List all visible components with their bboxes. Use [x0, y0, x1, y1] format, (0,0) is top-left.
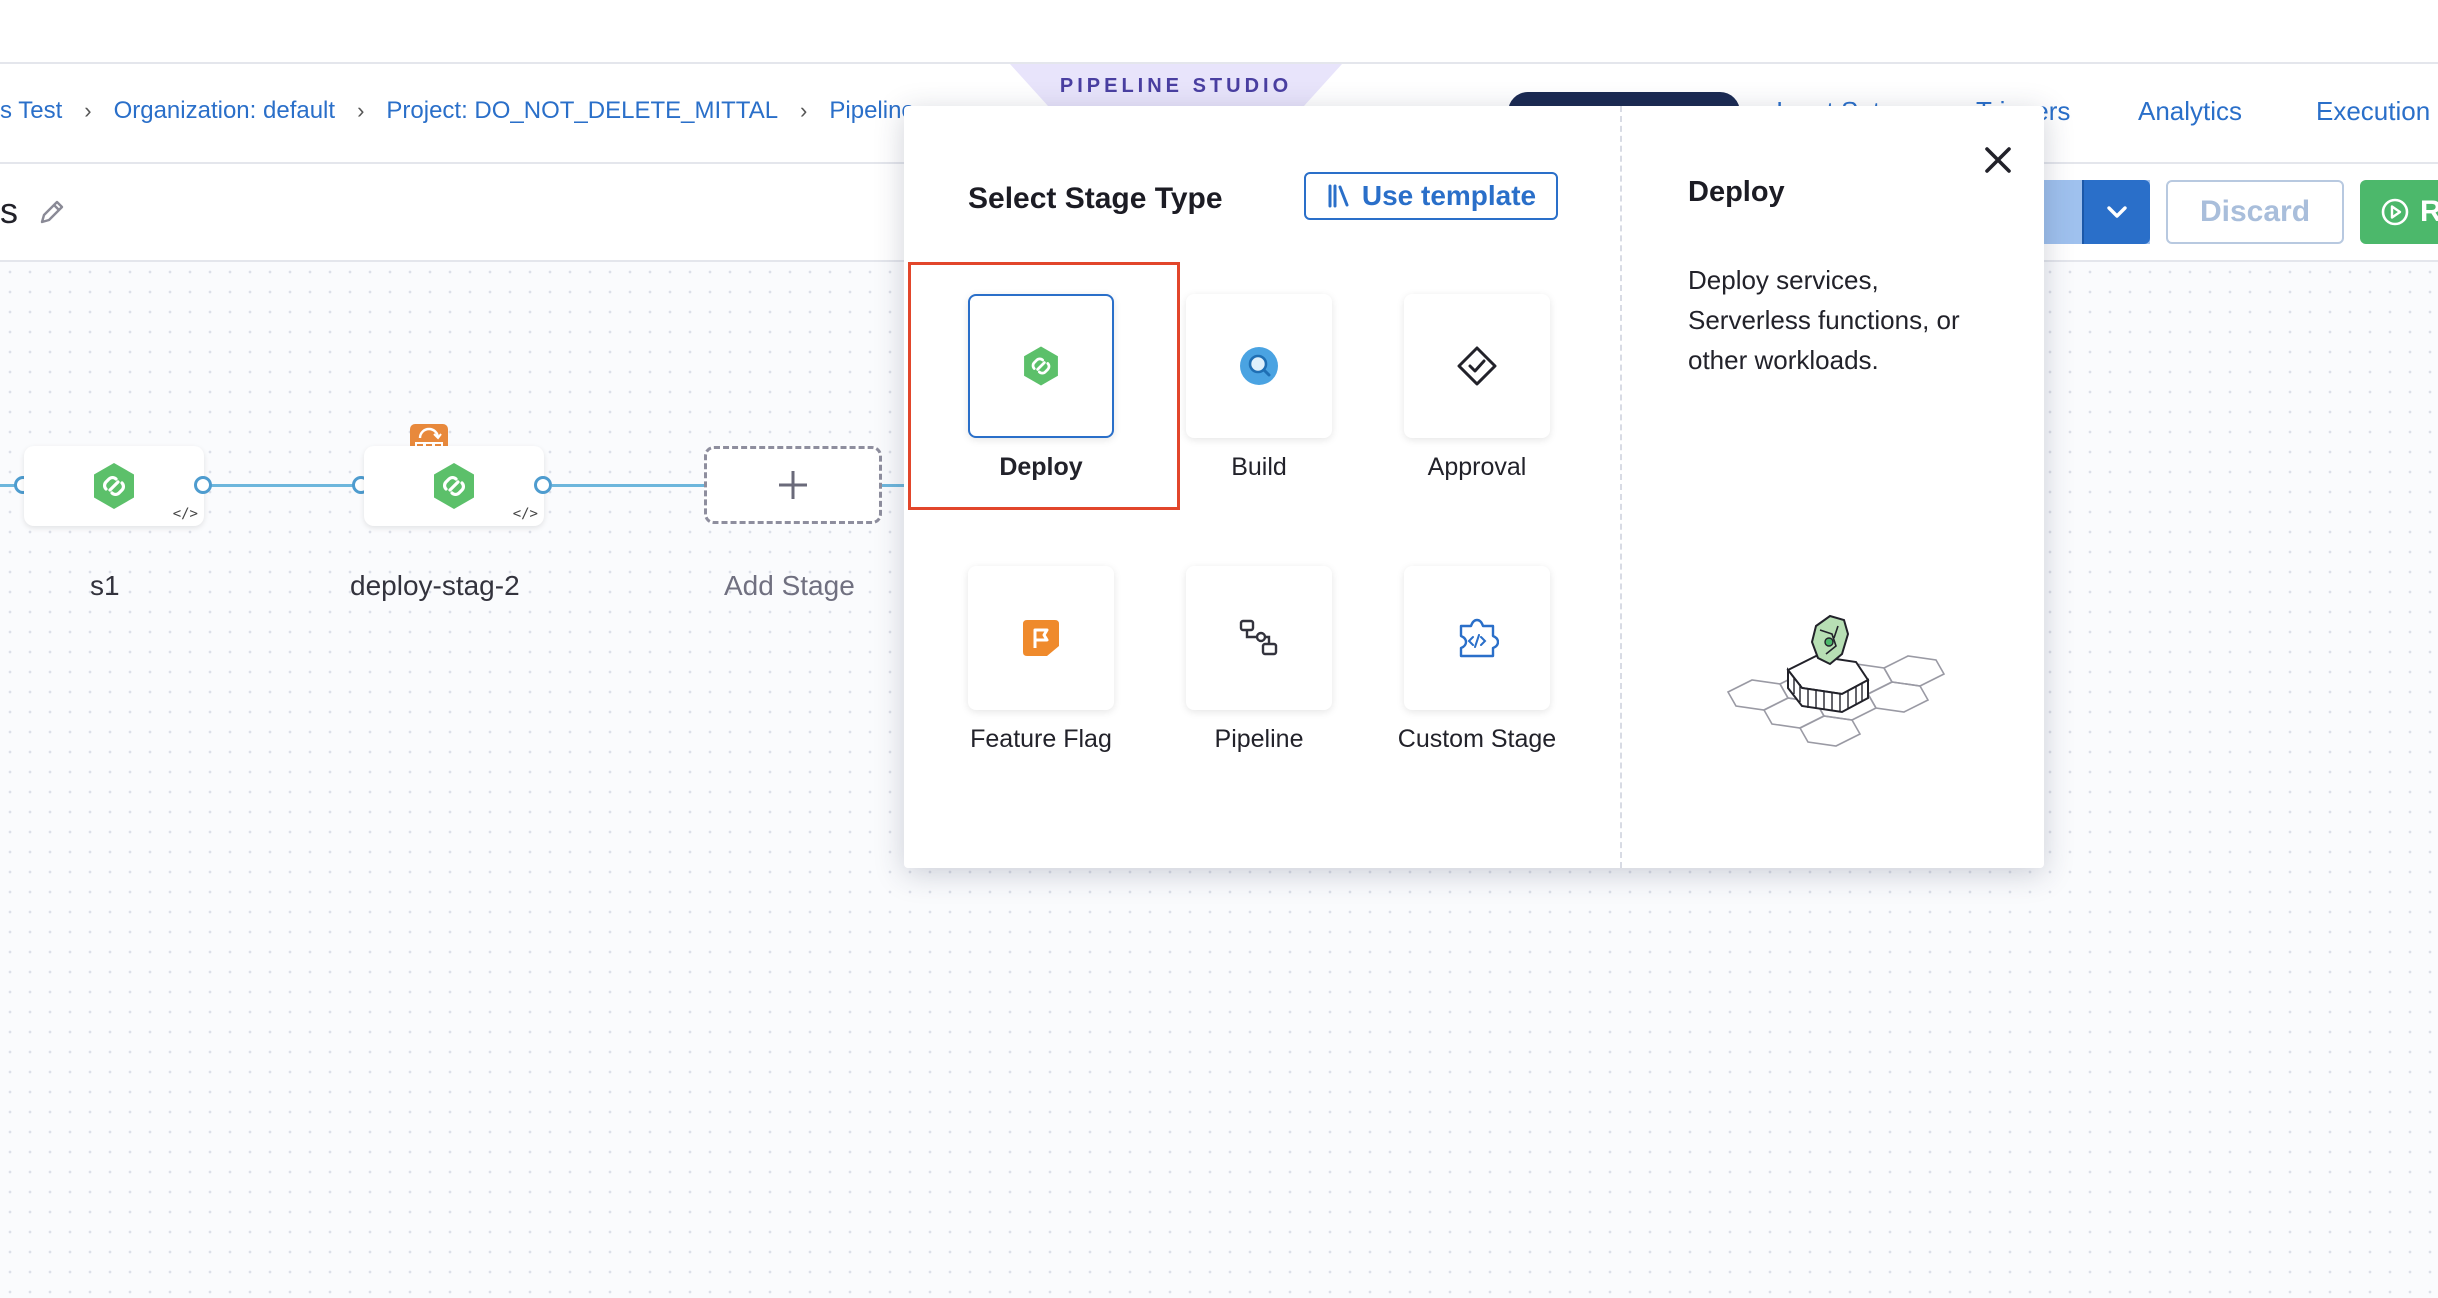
- pipeline-icon: [1239, 619, 1278, 656]
- stage-type-approval[interactable]: [1404, 294, 1550, 438]
- breadcrumb: s Test › Organization: default › Project…: [0, 96, 915, 126]
- template-library-icon: [1328, 184, 1349, 208]
- close-button[interactable]: [1976, 138, 2020, 182]
- stage-type-panel: [904, 106, 1622, 868]
- stage-type-pipeline[interactable]: [1186, 566, 1332, 710]
- breadcrumb-account[interactable]: s Test: [0, 97, 63, 124]
- dialog-title: Select Stage Type: [968, 182, 1223, 215]
- chevron-right-icon: ›: [84, 98, 92, 123]
- approval-icon: [1457, 346, 1497, 386]
- node-port[interactable]: [534, 476, 552, 494]
- code-icon: </>: [172, 506, 198, 522]
- custom-stage-icon: [1459, 618, 1499, 658]
- stage-type-label: Custom Stage: [1397, 725, 1557, 753]
- stage-node-label: s1: [90, 570, 120, 601]
- chevron-right-icon: ›: [357, 98, 365, 123]
- connector-line: [210, 484, 358, 487]
- breadcrumb-pipelines[interactable]: Pipeline: [829, 97, 915, 124]
- deploy-icon: [1024, 346, 1058, 386]
- use-template-button[interactable]: Use template: [1304, 172, 1558, 220]
- add-stage-button[interactable]: [704, 446, 882, 524]
- stage-type-label: Approval: [1427, 453, 1527, 481]
- pipeline-name: s: [0, 190, 18, 231]
- stage-type-label: Feature Flag: [970, 725, 1112, 753]
- stage-type-label: Pipeline: [1214, 725, 1304, 753]
- build-icon: [1240, 347, 1278, 385]
- stage-node-label: deploy-stag-2: [350, 570, 520, 601]
- stage-detail-description: Deploy services, Serverless functions, o…: [1688, 265, 1960, 375]
- connector-line: [0, 484, 18, 487]
- connector-line: [552, 484, 704, 487]
- discard-button[interactable]: Discard: [2166, 180, 2344, 244]
- stage-type-build[interactable]: [1186, 294, 1332, 438]
- run-button-label: R: [2420, 195, 2438, 228]
- deploy-illustration: [1726, 614, 1946, 747]
- feature-flag-icon: [1023, 620, 1059, 656]
- breadcrumb-project[interactable]: Project: DO_NOT_DELETE_MITTAL: [386, 97, 779, 124]
- selection-highlight: [908, 262, 1180, 510]
- tab-execution[interactable]: Execution: [2316, 96, 2431, 126]
- stage-type-label: Build: [1231, 453, 1287, 481]
- pencil-icon[interactable]: [36, 196, 68, 228]
- play-circle-icon: [2381, 198, 2409, 226]
- stage-type-deploy[interactable]: [968, 294, 1114, 438]
- stage-node-s1[interactable]: </>: [24, 446, 204, 526]
- tab-analytics[interactable]: Analytics: [2138, 96, 2243, 126]
- code-icon: </>: [512, 506, 538, 522]
- add-stage-label: Add Stage: [724, 570, 855, 601]
- connector-line: [882, 484, 906, 487]
- pipeline-studio-banner: PIPELINE STUDIO: [1010, 64, 1342, 108]
- stage-type-label: Deploy: [999, 453, 1083, 481]
- save-options-button[interactable]: [2082, 180, 2150, 244]
- breadcrumb-organization[interactable]: Organization: default: [113, 97, 336, 124]
- run-button[interactable]: R: [2360, 180, 2438, 244]
- select-stage-type-dialog: Select Stage Type Use template Deploy Bu…: [904, 106, 2044, 868]
- chevron-right-icon: ›: [800, 98, 808, 123]
- stage-detail-title: Deploy: [1688, 176, 1785, 208]
- use-template-label: Use template: [1361, 180, 1537, 211]
- node-port[interactable]: [194, 476, 212, 494]
- top-bar: [0, 0, 2438, 64]
- stage-node-deploy-stag-2[interactable]: </>: [364, 446, 544, 526]
- close-icon: [1985, 147, 2011, 173]
- plus-icon: [779, 471, 807, 499]
- stage-type-feature-flag[interactable]: [968, 566, 1114, 710]
- stage-type-custom-stage[interactable]: [1404, 566, 1550, 710]
- chevron-down-icon: [2107, 206, 2127, 218]
- deploy-icon: [434, 463, 474, 509]
- deploy-icon: [94, 463, 134, 509]
